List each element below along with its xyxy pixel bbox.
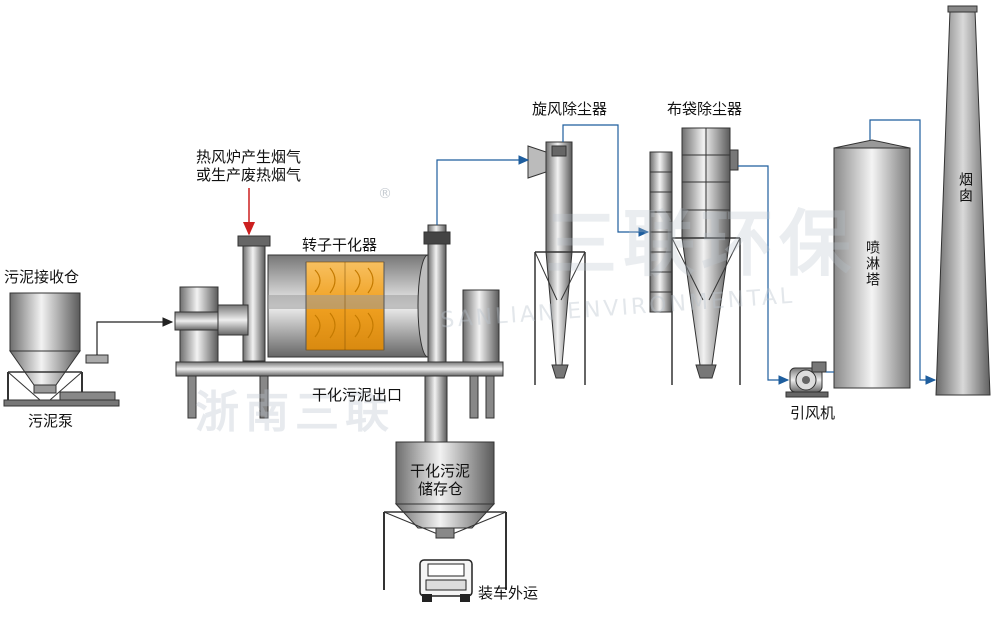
label-hot-air-2: 或生产废热烟气	[196, 166, 302, 184]
bag-filter	[649, 127, 741, 385]
label-hot-air-1: 热风炉产生烟气	[196, 148, 302, 166]
flow-cyclone-to-bagfilter	[562, 124, 650, 237]
label-storage-bin-2: 储存仓	[418, 480, 464, 498]
label-bag-filter: 布袋除尘器	[667, 100, 743, 118]
label-spray-tower: 喷淋塔	[864, 240, 880, 288]
sludge-receiving-bin	[3, 292, 120, 407]
label-storage-bin-1: 干化污泥	[410, 462, 471, 480]
label-induced-fan: 引风机	[790, 404, 836, 422]
cyclone-separator	[527, 141, 586, 385]
flow-tower-to-chimney	[869, 119, 937, 385]
label-chimney: 烟囱	[957, 172, 973, 204]
truck-icon	[419, 559, 473, 602]
dried-sludge-storage-bin	[383, 441, 507, 590]
sludge-feed-line	[96, 317, 174, 355]
flow-dryer-to-cyclone	[436, 155, 530, 225]
induced-fan	[785, 361, 829, 398]
label-sludge-bin: 污泥接收仓	[4, 268, 80, 286]
label-truck-out: 装车外运	[478, 584, 539, 602]
rotor-dryer	[174, 224, 504, 443]
label-cyclone: 旋风除尘器	[532, 100, 608, 118]
label-sludge-pump: 污泥泵	[28, 412, 74, 430]
flow-bagfilter-to-fan	[738, 165, 790, 385]
label-rotor-dryer: 转子干化器	[302, 236, 378, 254]
label-dried-outlet: 干化污泥出口	[312, 386, 403, 404]
chimney	[935, 5, 991, 396]
spray-tower	[833, 139, 911, 389]
